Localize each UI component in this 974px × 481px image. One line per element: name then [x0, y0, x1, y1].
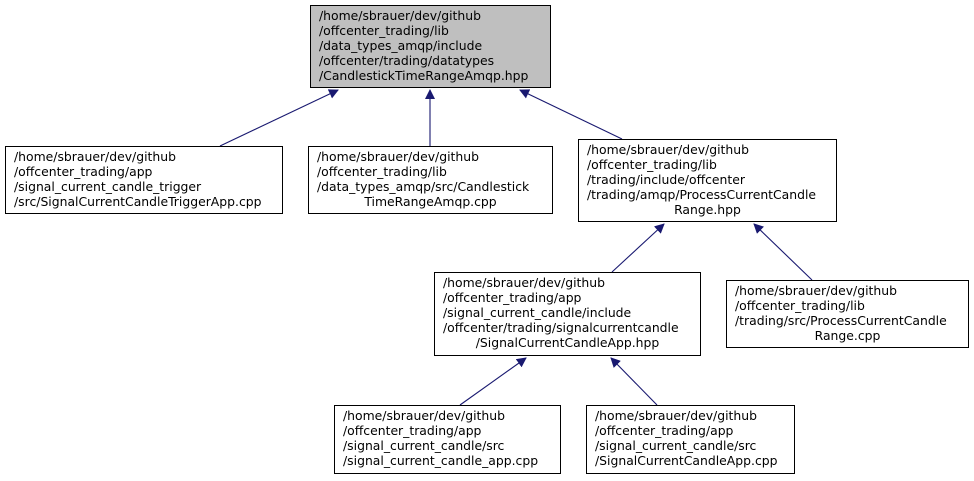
- node-line: TimeRangeAmqp.cpp: [364, 194, 497, 209]
- node-line: /home/sbrauer/dev/github: [317, 149, 479, 164]
- node-line: /data_types_amqp/src/Candlestick: [317, 179, 530, 194]
- node-line: /offcenter_trading/app: [14, 164, 153, 179]
- node-line: /CandlestickTimeRangeAmqp.hpp: [319, 68, 529, 83]
- node-line: /home/sbrauer/dev/github: [735, 283, 897, 298]
- node-line: /data_types_amqp/include: [319, 38, 483, 53]
- node-line: /trading/src/ProcessCurrentCandle: [735, 313, 947, 328]
- node-line: /home/sbrauer/dev/github: [595, 408, 757, 423]
- node-line: /signal_current_candle/include: [443, 305, 632, 320]
- node-line: /src/SignalCurrentCandleTriggerApp.cpp: [14, 194, 262, 209]
- node-process-current-candle-range-cpp[interactable]: /home/sbrauer/dev/github /offcenter_trad…: [726, 280, 969, 348]
- node-line: /offcenter_trading/lib: [319, 23, 449, 38]
- node-line: /offcenter_trading/lib: [587, 157, 717, 172]
- edge-signal_app_lower_cpp-to-signal_app_hpp: [459, 357, 527, 406]
- node-process-current-candle-range-hpp[interactable]: /home/sbrauer/dev/github /offcenter_trad…: [578, 139, 837, 222]
- edge-process_cpp-to-process_hpp: [753, 223, 813, 281]
- node-line: /home/sbrauer/dev/github: [14, 149, 176, 164]
- node-signal-current-candle-app-lower-cpp[interactable]: /home/sbrauer/dev/github /offcenter_trad…: [334, 405, 561, 474]
- node-candlestick-time-range-amqp-hpp[interactable]: /home/sbrauer/dev/github /offcenter_trad…: [310, 5, 551, 88]
- edge-process_hpp-to-root: [519, 89, 623, 140]
- node-line: /signal_current_candle/src: [343, 438, 505, 453]
- node-candlestick-time-range-amqp-cpp[interactable]: /home/sbrauer/dev/github /offcenter_trad…: [308, 146, 553, 214]
- node-line: /home/sbrauer/dev/github: [343, 408, 505, 423]
- edge-trigger_app-to-root: [219, 89, 339, 147]
- node-line: /home/sbrauer/dev/github: [587, 142, 749, 157]
- node-signal-current-candle-trigger-app-cpp[interactable]: /home/sbrauer/dev/github /offcenter_trad…: [5, 146, 283, 214]
- node-line: /offcenter_trading/lib: [735, 298, 865, 313]
- node-signal-current-candle-app-hpp[interactable]: /home/sbrauer/dev/github /offcenter_trad…: [434, 272, 701, 356]
- node-line: /signal_current_candle_trigger: [14, 179, 202, 194]
- node-line: /home/sbrauer/dev/github: [443, 275, 605, 290]
- node-line: Range.hpp: [674, 202, 741, 217]
- node-line: /trading/amqp/ProcessCurrentCandle: [587, 187, 817, 202]
- node-line: /offcenter_trading/app: [595, 423, 734, 438]
- node-line: /SignalCurrentCandleApp.cpp: [595, 453, 778, 468]
- node-line: /trading/include/offcenter: [587, 172, 745, 187]
- edge-signal_app_cpp-to-signal_app_hpp: [610, 357, 658, 406]
- node-line: /SignalCurrentCandleApp.hpp: [475, 335, 660, 350]
- node-line: /offcenter/trading/signalcurrentcandle: [443, 320, 679, 335]
- node-line: Range.cpp: [814, 328, 881, 343]
- node-line: /home/sbrauer/dev/github: [319, 8, 481, 23]
- node-line: /signal_current_candle_app.cpp: [343, 453, 539, 468]
- node-signal-current-candle-app-cpp[interactable]: /home/sbrauer/dev/github /offcenter_trad…: [586, 405, 795, 474]
- edge-signal_app_hpp-to-process_hpp: [611, 223, 665, 273]
- node-line: /offcenter_trading/app: [343, 423, 482, 438]
- node-line: /signal_current_candle/src: [595, 438, 757, 453]
- node-line: /offcenter_trading/app: [443, 290, 582, 305]
- node-line: /offcenter/trading/datatypes: [319, 53, 495, 68]
- node-line: /offcenter_trading/lib: [317, 164, 447, 179]
